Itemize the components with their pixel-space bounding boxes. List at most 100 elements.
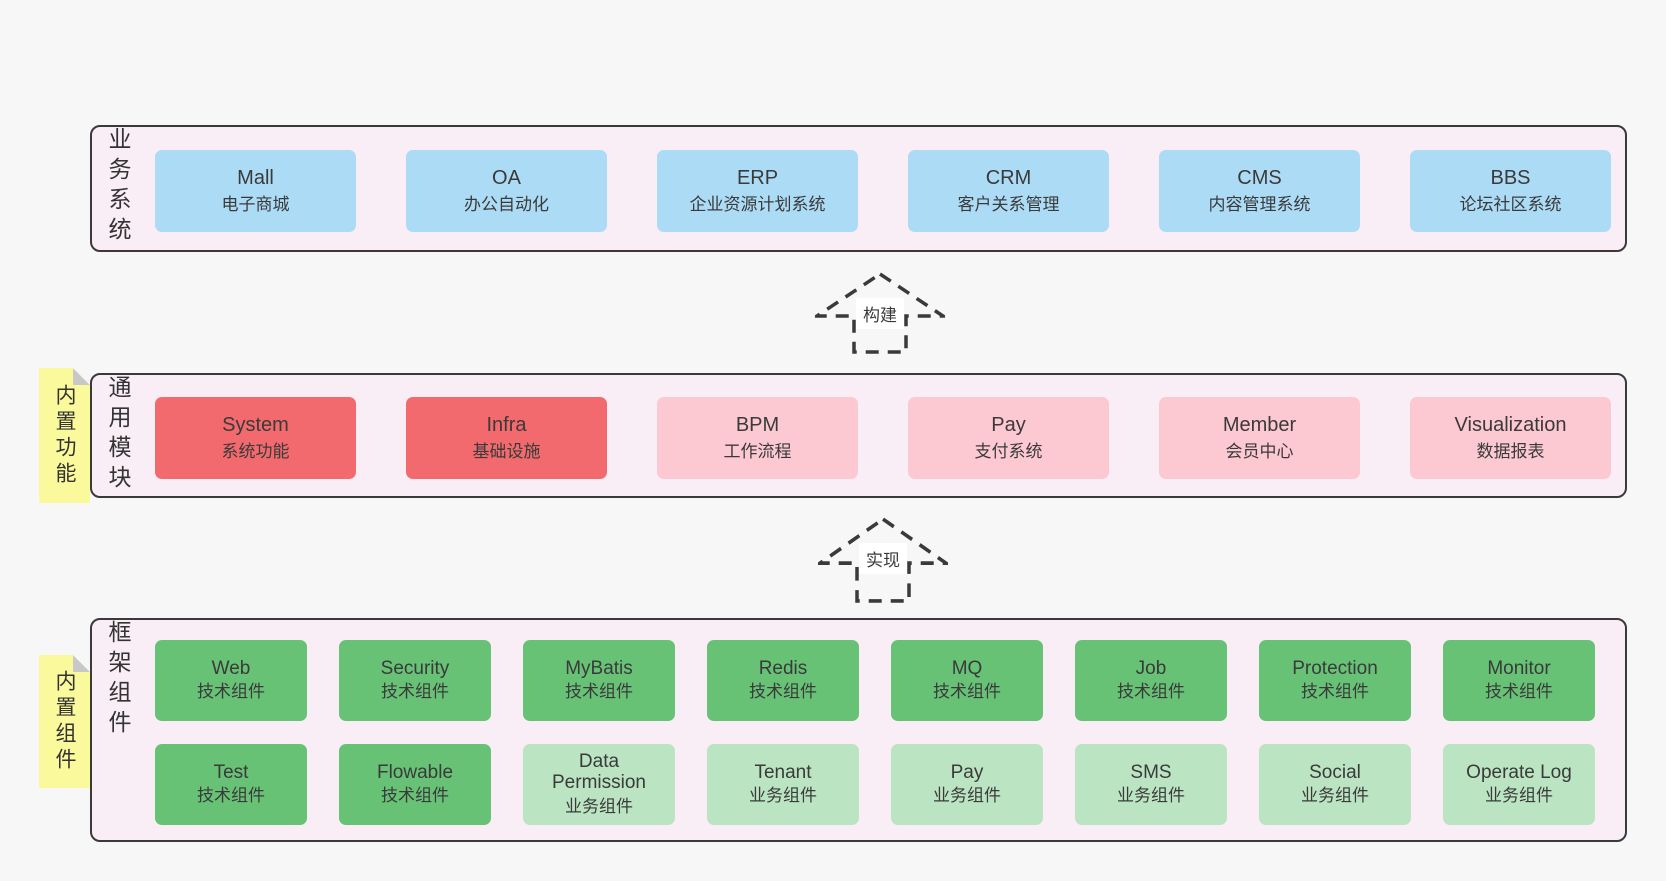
node-subtitle: 业务组件 bbox=[565, 797, 633, 817]
node-oa: OA 办公自动化 bbox=[406, 150, 607, 232]
node-title: Mall bbox=[237, 166, 274, 189]
node-data-permission: Data Permission 业务组件 bbox=[523, 744, 675, 825]
node-tenant: Tenant 业务组件 bbox=[707, 744, 859, 825]
node-security: Security 技术组件 bbox=[339, 640, 491, 721]
node-subtitle: 工作流程 bbox=[723, 441, 792, 461]
node-title: MyBatis bbox=[565, 657, 633, 679]
node-subtitle: 技术组件 bbox=[749, 682, 817, 702]
node-subtitle: 系统功能 bbox=[221, 441, 290, 461]
node-subtitle: 企业资源计划系统 bbox=[689, 194, 826, 214]
node-system: System 系统功能 bbox=[155, 397, 356, 479]
up-arrow-icon bbox=[815, 272, 945, 354]
sticky-note-built-in-features: 内置功能 bbox=[39, 368, 90, 503]
node-subtitle: 论坛社区系统 bbox=[1459, 194, 1562, 214]
node-visualization: Visualization 数据报表 bbox=[1410, 397, 1611, 479]
panel-business-systems: 业务系统 Mall 电子商城 OA 办公自动化 ERP 企业资源计划系统 CRM… bbox=[90, 125, 1627, 252]
node-mall: Mall 电子商城 bbox=[155, 150, 356, 232]
build-arrow: 构建 bbox=[815, 272, 945, 354]
node-title: Protection bbox=[1292, 657, 1378, 679]
node-subtitle: 数据报表 bbox=[1476, 441, 1545, 461]
node-subtitle: 业务组件 bbox=[1301, 786, 1369, 806]
node-title: Redis bbox=[758, 657, 808, 679]
up-arrow-icon bbox=[818, 517, 948, 603]
node-subtitle: 技术组件 bbox=[197, 786, 265, 806]
node-subtitle: 会员中心 bbox=[1225, 441, 1294, 461]
panel-common-modules: 通用模块 System 系统功能 Infra 基础设施 BPM 工作流程 Pay… bbox=[90, 373, 1627, 498]
implement-arrow: 实现 bbox=[818, 517, 948, 603]
node-title: Test bbox=[213, 761, 249, 783]
node-subtitle: 技术组件 bbox=[1301, 682, 1369, 702]
node-subtitle: 办公自动化 bbox=[464, 194, 549, 214]
node-title: CMS bbox=[1237, 166, 1282, 189]
node-erp: ERP 企业资源计划系统 bbox=[657, 150, 858, 232]
node-redis: Redis 技术组件 bbox=[707, 640, 859, 721]
node-cms: CMS 内容管理系统 bbox=[1159, 150, 1360, 232]
node-protection: Protection 技术组件 bbox=[1259, 640, 1411, 721]
business-node-row: Mall 电子商城 OA 办公自动化 ERP 企业资源计划系统 CRM 客户关系… bbox=[155, 150, 1611, 232]
node-title: Pay bbox=[991, 413, 1026, 436]
node-mybatis: MyBatis 技术组件 bbox=[523, 640, 675, 721]
node-subtitle: 技术组件 bbox=[381, 682, 449, 702]
node-subtitle: 技术组件 bbox=[197, 682, 265, 702]
node-title: Pay bbox=[950, 761, 984, 783]
node-title: OA bbox=[492, 166, 521, 189]
node-pay-module: Pay 支付系统 bbox=[908, 397, 1109, 479]
node-title: Infra bbox=[486, 413, 527, 436]
node-flowable: Flowable 技术组件 bbox=[339, 744, 491, 825]
implement-arrow-label: 实现 bbox=[859, 543, 907, 574]
node-bpm: BPM 工作流程 bbox=[657, 397, 858, 479]
node-subtitle: 技术组件 bbox=[1485, 682, 1553, 702]
node-title: SMS bbox=[1130, 761, 1172, 783]
sticky-note-text: 内置功能 bbox=[53, 383, 76, 488]
node-social: Social 业务组件 bbox=[1259, 744, 1411, 825]
node-title: BBS bbox=[1490, 166, 1531, 189]
node-subtitle: 技术组件 bbox=[381, 786, 449, 806]
node-subtitle: 支付系统 bbox=[974, 441, 1043, 461]
node-title: Security bbox=[380, 657, 450, 679]
sticky-note-text: 内置组件 bbox=[53, 669, 76, 774]
node-subtitle: 业务组件 bbox=[933, 786, 1001, 806]
node-subtitle: 内容管理系统 bbox=[1208, 194, 1311, 214]
node-infra: Infra 基础设施 bbox=[406, 397, 607, 479]
node-crm: CRM 客户关系管理 bbox=[908, 150, 1109, 232]
components-row-1: Web 技术组件 Security 技术组件 MyBatis 技术组件 Redi… bbox=[155, 640, 1595, 721]
build-arrow-label: 构建 bbox=[856, 298, 904, 329]
node-monitor: Monitor 技术组件 bbox=[1443, 640, 1595, 721]
node-subtitle: 业务组件 bbox=[1117, 786, 1185, 806]
node-title: Tenant bbox=[754, 761, 812, 783]
node-pay-component: Pay 业务组件 bbox=[891, 744, 1043, 825]
node-member: Member 会员中心 bbox=[1159, 397, 1360, 479]
node-title: BPM bbox=[735, 413, 780, 436]
node-title: Web bbox=[211, 657, 251, 679]
node-title: ERP bbox=[736, 166, 779, 189]
node-subtitle: 技术组件 bbox=[565, 682, 633, 702]
node-test: Test 技术组件 bbox=[155, 744, 307, 825]
panel-modules-label: 通用模块 bbox=[105, 375, 131, 495]
node-title: Operate Log bbox=[1466, 761, 1572, 783]
node-job: Job 技术组件 bbox=[1075, 640, 1227, 721]
node-subtitle: 业务组件 bbox=[749, 786, 817, 806]
node-operate-log: Operate Log 业务组件 bbox=[1443, 744, 1595, 825]
node-title: Monitor bbox=[1487, 657, 1551, 679]
panel-components-label: 框架组件 bbox=[105, 620, 131, 740]
node-title: Data Permission bbox=[552, 750, 646, 794]
node-title: Flowable bbox=[376, 761, 454, 783]
node-subtitle: 基础设施 bbox=[472, 441, 541, 461]
modules-node-row: System 系统功能 Infra 基础设施 BPM 工作流程 Pay 支付系统… bbox=[155, 397, 1611, 479]
node-mq: MQ 技术组件 bbox=[891, 640, 1043, 721]
node-subtitle: 业务组件 bbox=[1485, 786, 1553, 806]
node-title: CRM bbox=[985, 166, 1032, 189]
sticky-note-built-in-components: 内置组件 bbox=[39, 655, 90, 788]
node-title: Job bbox=[1135, 657, 1167, 679]
node-subtitle: 技术组件 bbox=[933, 682, 1001, 702]
node-title: Member bbox=[1222, 413, 1297, 436]
node-title: Visualization bbox=[1454, 413, 1567, 436]
components-row-2: Test 技术组件 Flowable 技术组件 Data Permission … bbox=[155, 744, 1595, 825]
panel-framework-components: 框架组件 Web 技术组件 Security 技术组件 MyBatis 技术组件… bbox=[90, 618, 1627, 842]
node-subtitle: 客户关系管理 bbox=[957, 194, 1060, 214]
node-title: MQ bbox=[951, 657, 983, 679]
panel-business-label: 业务系统 bbox=[105, 127, 131, 247]
node-bbs: BBS 论坛社区系统 bbox=[1410, 150, 1611, 232]
node-sms: SMS 业务组件 bbox=[1075, 744, 1227, 825]
